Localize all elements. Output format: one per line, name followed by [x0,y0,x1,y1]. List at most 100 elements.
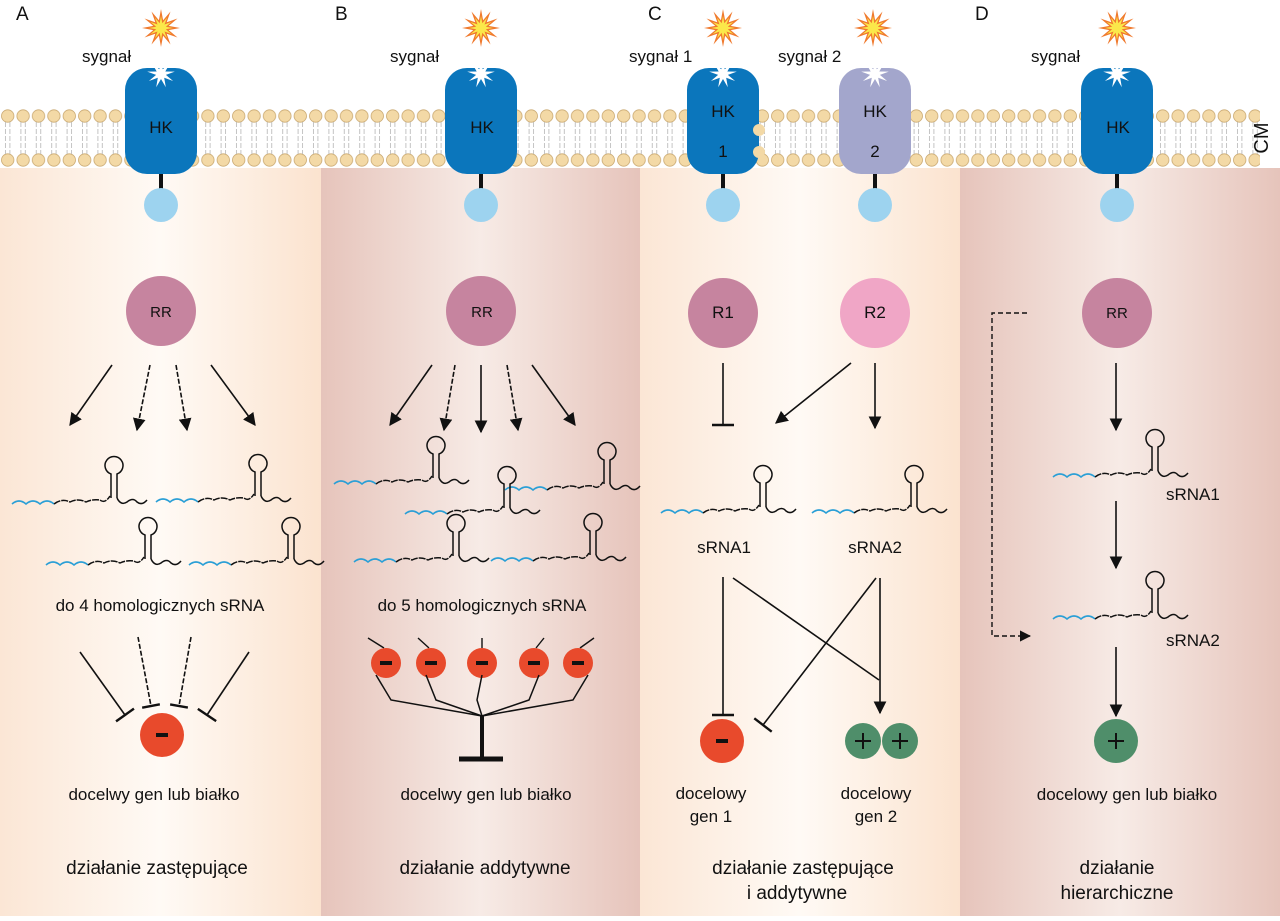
panel-c-r2-arrow-diag [775,362,852,424]
panel-d-srna2-body [1094,610,1152,620]
panel-d-rr-label: RR [1106,305,1128,322]
panel-b-arrow-1 [389,364,433,427]
panel-a-srna-1-body [53,495,111,505]
panel-b-branch-4 [481,674,540,717]
panel-c-srna1-to-gen2 [732,577,880,681]
panel-a-hk-label: HK [149,118,173,137]
panel-b-target-5-minus-icon [572,661,584,665]
panel-c-hk2 [839,68,911,174]
panel-c-r2 [840,278,910,348]
panel-c-target1-caption-line1: docelowy [676,784,747,803]
panel-a-hk-binding-site [147,60,175,88]
panel-a-arrow-3 [175,364,192,432]
panel-b-srna-2-seed [504,486,548,492]
panel-d-srna1-seed [1052,473,1096,479]
panel-c-r2-label: R2 [864,303,886,322]
panel-c-signal2-label: sygnał 2 [778,47,841,66]
panel-c-signal1-label: sygnał 1 [629,47,692,66]
panel-c-mode-line2: i addytywne [747,883,847,904]
panel-b-srna-5-hairpin [583,512,603,555]
panel-b-target-4-minus-icon [528,661,540,665]
panel-d-srna1-tail [1157,470,1189,478]
panel-c-srna2-seed [811,509,855,515]
panel-c-hk2-number: 2 [870,142,879,161]
panel-d-mode-line1: działanie [1080,858,1155,879]
panel-b-hk-binding-site [467,60,495,88]
panel-b-srna-3-tail [509,507,541,515]
panel-c-srna2-body [853,504,911,514]
panel-b-srna-3-seed [404,510,448,516]
panel-b-srna-3-hairpin [497,465,517,508]
panel-d-hk-binding-site [1103,60,1131,88]
panel-a-inhibit-1 [79,651,126,716]
panel-d-mode-line2: hierarchiczne [1061,883,1174,904]
panel-b-target-3-minus-icon [476,661,488,665]
panel-a-srna-2-tail [260,495,292,503]
panel-d-hk-receiver-domain [1100,188,1134,222]
panel-b-branch-3 [476,674,483,717]
panel-b-srna-4-hairpin [446,513,466,556]
panel-b-branch-5 [481,674,589,717]
panel-d-hk-label: HK [1106,118,1130,137]
panel-b-arrow-4 [506,364,523,432]
panel-a-arrow-4 [210,364,256,427]
panel-b-mode-label: działanie addytywne [399,858,570,879]
panel-c-srna2-inhibit [762,577,877,726]
panel-b-srna-3-body [446,505,504,515]
panel-a-arrow-1 [69,364,113,427]
panel-b-target-2-minus-icon [425,661,437,665]
cell-membrane [0,108,1260,168]
panel-c-srna1-seed [660,509,704,515]
panel-b-srna-4-body [395,553,453,563]
panel-c-hk1-notch [753,146,765,158]
panel-a-srna-2-seed [155,498,199,504]
panel-a-target-minus-icon [156,733,168,737]
panel-b-hk [445,68,517,174]
panel-b-letter: B [335,4,348,25]
panel-c-srna1-tail [765,506,797,514]
panel-a-rr-label: RR [150,304,172,321]
panel-a-letter: A [16,4,29,25]
panel-c-hk2-binding-site [861,60,889,88]
panel-c-target1-caption-line2: gen 1 [690,807,733,826]
panel-b-input-4 [535,637,545,649]
panel-c-hk1-number: 1 [718,142,727,161]
panel-a-srna-3-seed [45,561,89,567]
panel-c-hk1 [687,68,759,174]
panel-c-target2-caption-line1: docelowy [841,784,912,803]
panel-c-letter: C [648,4,662,25]
panel-b-input-1 [367,637,385,649]
panel-c-r1 [688,278,758,348]
panel-d-signal-icon-core [1105,16,1129,40]
panel-c-hk1-receiver-domain [706,188,740,222]
panel-b-rr-label: RR [471,304,493,321]
panel-b-input-2 [417,637,430,649]
panel-d-srna2-tail [1157,612,1189,620]
panel-b-srna-2-hairpin [597,441,617,484]
panel-a-srna-caption: do 4 homologicznych sRNA [56,596,265,615]
panel-a-inhibit-1-bar [115,707,135,723]
panel-b-signal-icon-core [469,16,493,40]
panel-a-srna-3-tail [150,558,182,566]
panel-c-background [640,168,960,916]
panel-d-signal-label: sygnał [1031,47,1080,66]
panel-d-srna2-seed [1052,615,1096,621]
panel-b-srna-2-tail [609,483,641,491]
panel-a-srna-4-tail [293,558,325,566]
panel-c-r1-label: R1 [712,303,734,322]
panel-a-srna-4-body [230,556,288,566]
panel-c-signal2-icon-core [861,16,885,40]
panel-c-target1-minus-icon [716,739,728,743]
panel-b-hk-receiver-domain [464,188,498,222]
panel-a-inhibit-3-bar [169,703,189,709]
panel-c-target2-caption-line2: gen 2 [855,807,898,826]
panel-c-srna1-label: sRNA1 [697,538,751,557]
panel-c-hk1-label: HK [711,102,735,121]
panel-a-srna-3-body [87,556,145,566]
panel-c-srna2-tail [916,506,948,514]
panel-a-srna-1-tail [116,497,148,505]
panel-b-srna-4-tail [458,555,490,563]
panel-a-srna-1-seed [11,500,55,506]
